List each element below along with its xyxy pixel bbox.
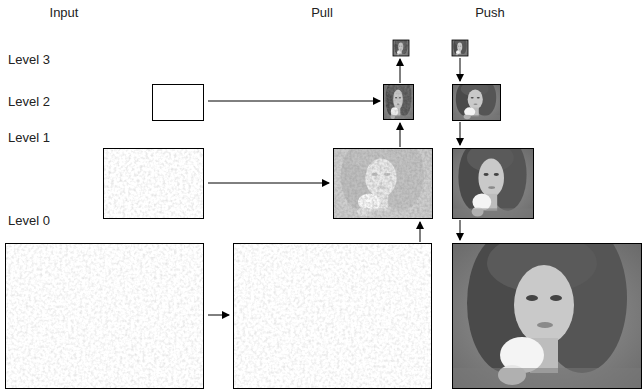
column-heading: Push bbox=[475, 5, 505, 20]
column-heading: Pull bbox=[311, 5, 333, 20]
column-heading: Input bbox=[50, 5, 79, 20]
level-label: Level 0 bbox=[8, 213, 50, 228]
level-label: Level 2 bbox=[8, 94, 50, 109]
pull-images bbox=[234, 38, 433, 389]
flow-arrows bbox=[208, 58, 460, 315]
level-label: Level 1 bbox=[8, 130, 50, 145]
input-images bbox=[6, 85, 204, 389]
level-label: Level 3 bbox=[8, 52, 50, 67]
push-images bbox=[452, 38, 642, 389]
